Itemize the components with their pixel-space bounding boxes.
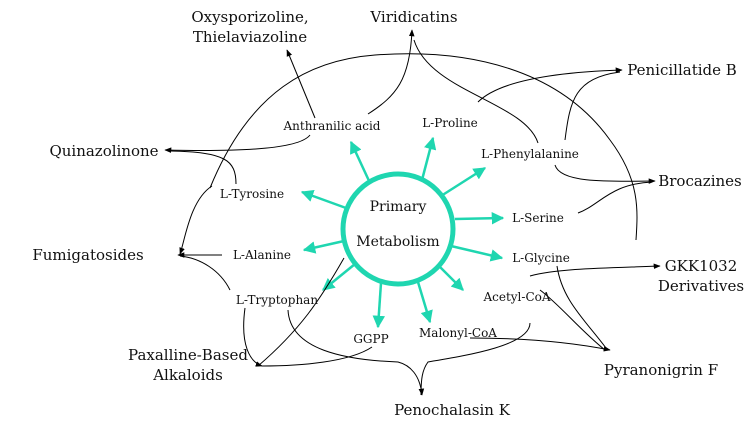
label-gkk1032-1: GKK1032 — [665, 257, 738, 275]
product-labels: Oxysporizoline, Thielaviazoline Viridica… — [32, 8, 744, 419]
arrow-to-malonyl-coa — [416, 281, 433, 324]
label-ggpp: GGPP — [353, 332, 388, 346]
arrow-to-l-alanine — [302, 239, 345, 254]
center-label-line2: Metabolism — [356, 234, 439, 250]
label-l-phenylalanine: L-Phenylalanine — [481, 147, 579, 161]
arrow-to-ggpp — [372, 282, 386, 329]
label-penochalasin-k: Penochalasin K — [394, 401, 511, 419]
arrow-to-acetyl-coa — [438, 265, 464, 291]
label-anthranilic-acid: Anthranilic acid — [282, 119, 380, 133]
label-oxysporizoline-2: Thielaviazoline — [193, 28, 307, 46]
center-label-line1: Primary — [370, 199, 427, 215]
arrow-to-l-glycine — [450, 244, 504, 262]
label-quinazolinone: Quinazolinone — [49, 142, 158, 160]
primary-metabolism-circle — [340, 171, 456, 287]
label-brocazines: Brocazines — [658, 172, 742, 190]
label-malonyl-coa: Malonyl-CoA — [419, 326, 497, 340]
arrow-to-l-phenylalanine — [440, 166, 487, 198]
label-l-alanine: L-Alanine — [233, 248, 291, 262]
arrow-to-anthranilic-acid — [349, 140, 372, 184]
outer-arc — [209, 53, 638, 241]
label-viridicatins: Viridicatins — [369, 8, 457, 26]
label-l-proline: L-Proline — [422, 116, 478, 130]
label-l-tryptophan: L-Tryptophan — [236, 293, 318, 307]
label-fumigatosides: Fumigatosides — [32, 246, 143, 264]
label-l-serine: L-Serine — [512, 211, 564, 225]
label-pyranonigrin-f: Pyranonigrin F — [604, 361, 718, 379]
arrow-to-l-proline — [420, 136, 437, 181]
label-l-glycine: L-Glycine — [512, 251, 570, 265]
label-gkk1032-2: Derivatives — [658, 277, 744, 295]
label-l-tyrosine: L-Tyrosine — [220, 187, 284, 201]
radial-arrows — [300, 136, 505, 329]
pathway-lines — [164, 29, 661, 396]
precursor-labels: Anthranilic acid L-Proline L-Phenylalani… — [220, 116, 579, 346]
arrow-to-l-tyrosine — [300, 189, 347, 210]
arrow-to-l-tryptophan — [322, 263, 356, 291]
label-oxysporizoline-1: Oxysporizoline, — [191, 8, 308, 26]
label-penicillatide-b: Penicillatide B — [627, 61, 737, 79]
label-acetyl-coa: Acetyl-CoA — [482, 290, 550, 304]
arrow-to-l-serine — [454, 211, 505, 225]
label-paxalline-1: Paxalline-Based — [128, 346, 248, 364]
label-paxalline-2: Alkaloids — [152, 366, 223, 384]
